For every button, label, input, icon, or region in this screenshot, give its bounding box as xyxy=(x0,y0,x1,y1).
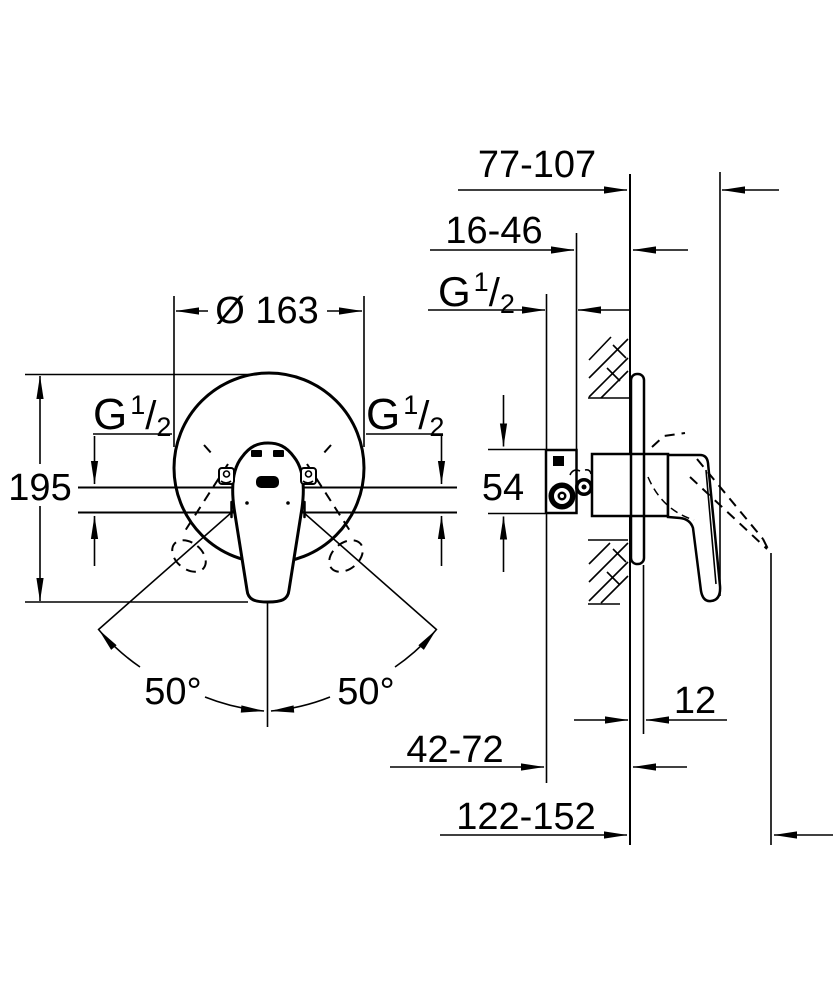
dim-label-195: 195 xyxy=(8,467,71,509)
dim-label-diameter: Ø 163 xyxy=(215,290,319,332)
dimension-16-46: 16-46 xyxy=(430,210,688,254)
open-handle-dashed xyxy=(647,432,770,552)
supply-pipe-lines xyxy=(78,486,457,514)
dim-label-122-152: 122-152 xyxy=(456,796,595,838)
rotated-handle-dashed-right xyxy=(306,444,364,573)
dimension-diameter: Ø 163 xyxy=(175,290,363,332)
lever-handle-side xyxy=(666,453,722,603)
dimension-77-107: 77-107 xyxy=(458,144,779,194)
swing-angle-annotation xyxy=(98,603,437,727)
side-view: 77-107 16-46 G1/2 54 12 42-72 xyxy=(390,144,833,845)
rotated-handle-dashed-left xyxy=(171,444,229,573)
wall-hatch-lower xyxy=(588,539,629,605)
lever-handle-front xyxy=(230,441,306,604)
escutcheon-plate-side xyxy=(629,372,646,566)
angle-label-right: 50° xyxy=(337,671,394,713)
handle-cap-tab-right xyxy=(273,450,284,457)
dimension-height-195: 195 xyxy=(4,375,76,602)
rough-in-body xyxy=(544,448,593,515)
dimension-54: 54 xyxy=(482,395,524,572)
connection-fitting-left xyxy=(218,467,235,485)
dim-label-42-72: 42-72 xyxy=(406,729,503,771)
dim-label-77-107: 77-107 xyxy=(478,144,596,186)
handle-logo-pill xyxy=(256,476,279,488)
supply-elbow-section xyxy=(548,482,576,510)
dim-label-12: 12 xyxy=(674,680,716,722)
angle-label-left: 50° xyxy=(144,671,201,713)
fixing-screw-section xyxy=(575,478,593,496)
dim-label-54: 54 xyxy=(482,467,524,509)
front-reference-lines xyxy=(25,296,443,603)
dimension-12: 12 xyxy=(574,680,727,724)
swing-angle-lines xyxy=(97,504,438,631)
dim-label-16-46: 16-46 xyxy=(445,210,542,252)
dimension-122-152: 122-152 xyxy=(440,796,833,839)
side-reference-lines xyxy=(488,172,772,845)
wall-hatch-upper xyxy=(588,336,630,399)
dimension-42-72: 42-72 xyxy=(390,729,687,771)
handle-cap-tab-left xyxy=(251,450,262,457)
connection-fitting-right xyxy=(300,467,317,485)
